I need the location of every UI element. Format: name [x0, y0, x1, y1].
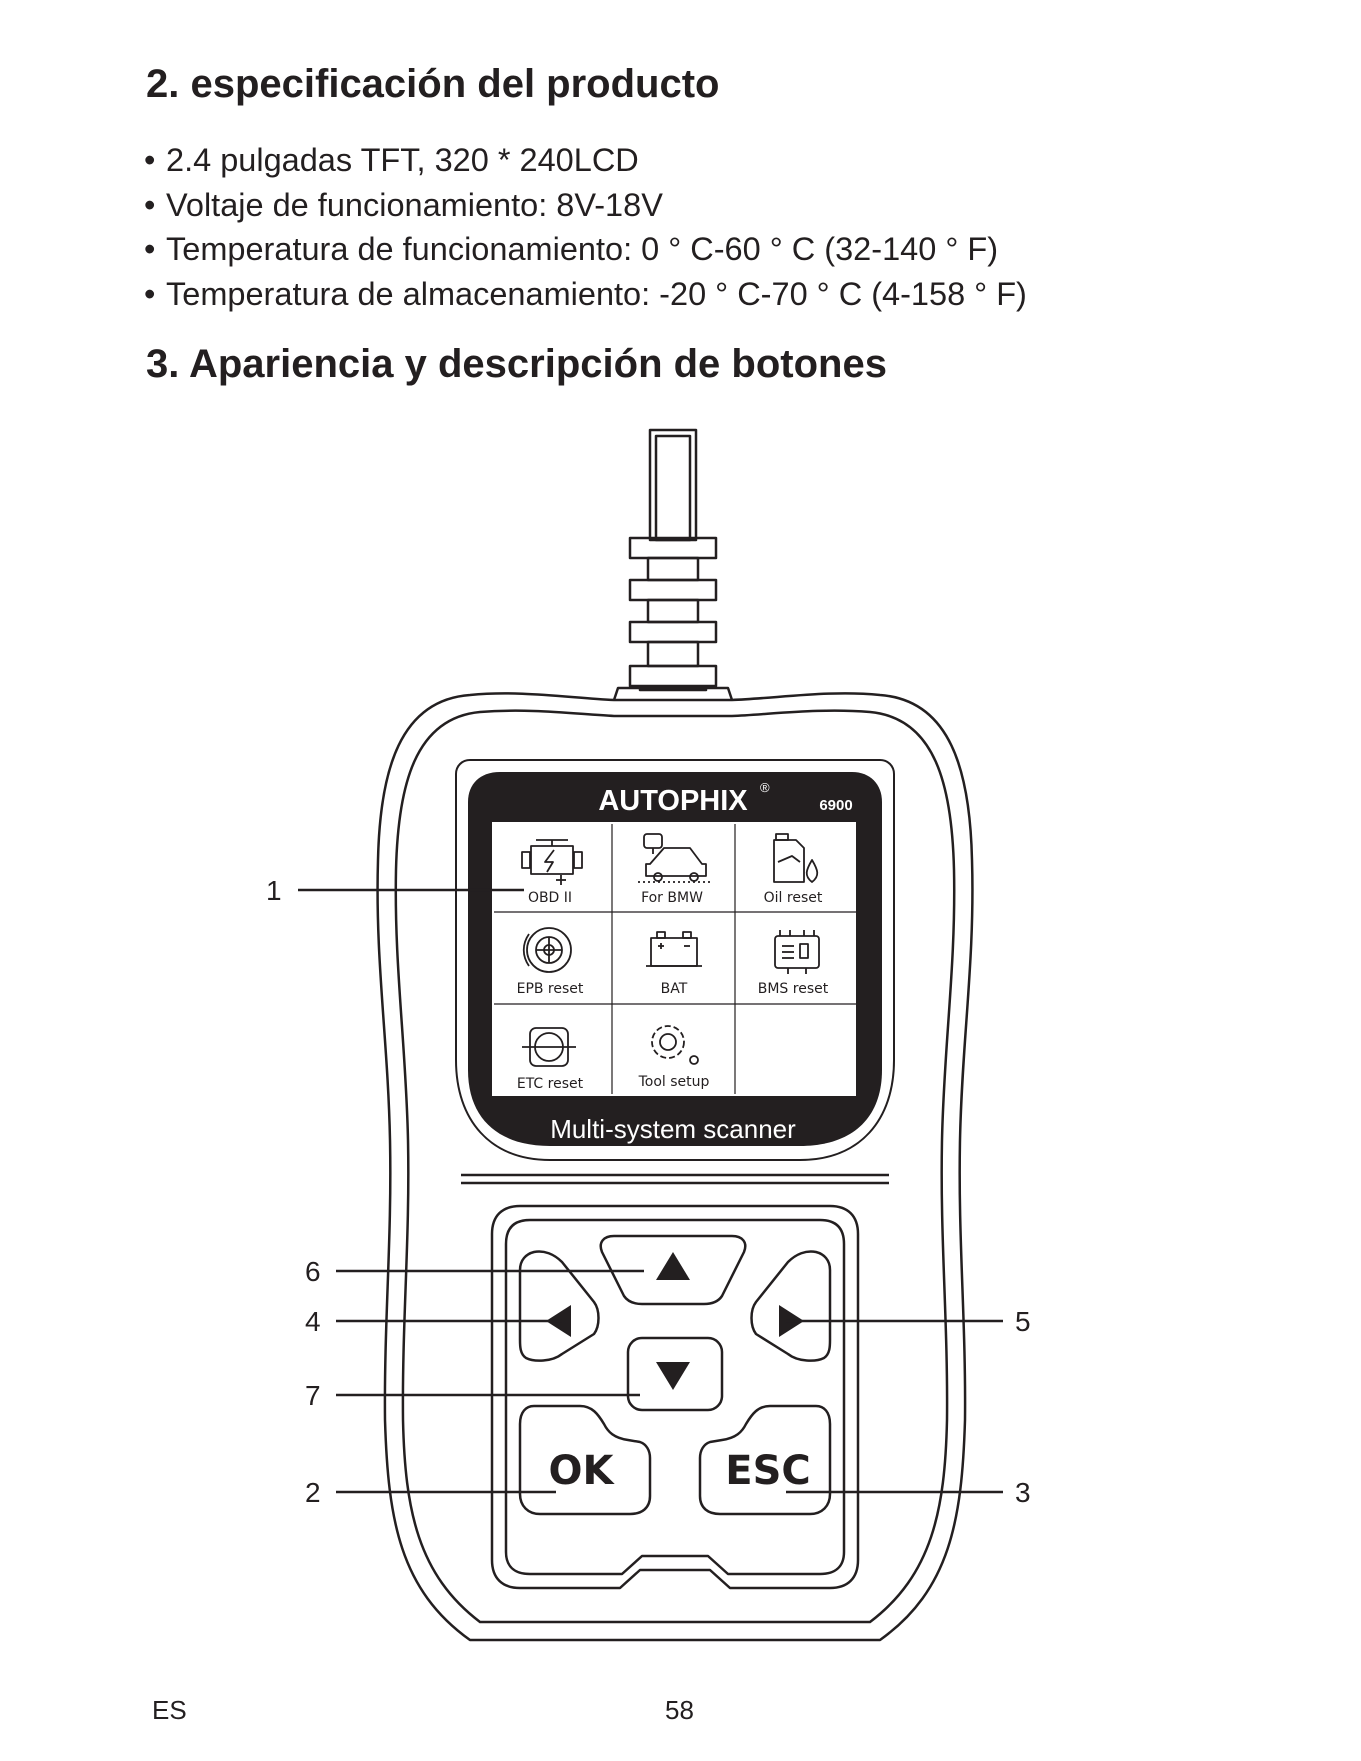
callout-4: 4: [305, 1306, 321, 1337]
page-number: 58: [665, 1695, 694, 1725]
menu-item-epb-reset[interactable]: EPB reset: [517, 981, 584, 997]
menu-item-bat[interactable]: BAT: [661, 981, 688, 997]
footer-language: ES: [152, 1695, 187, 1725]
section-3-title: 3. Apariencia y descripción de botones: [146, 342, 887, 386]
callout-3: 3: [1015, 1477, 1031, 1508]
menu-item-bms-reset[interactable]: BMS reset: [758, 981, 829, 997]
spec-list: •2.4 pulgadas TFT, 320 * 240LCD •Voltaje…: [144, 138, 1027, 316]
section-2-title: 2. especificación del producto: [146, 62, 720, 106]
esc-button[interactable]: [698, 1404, 832, 1516]
oil-can-icon: [773, 833, 819, 883]
callout-6: 6: [305, 1256, 321, 1287]
menu-item-for-bmw[interactable]: For BMW: [641, 890, 703, 906]
spec-item: •Temperatura de funcionamiento: 0 ° C-60…: [144, 231, 999, 267]
engine-icon: [521, 839, 583, 885]
cable: [612, 428, 734, 701]
callout-2: 2: [305, 1477, 321, 1508]
car-info-icon: [638, 833, 712, 883]
callout-1: 1: [266, 875, 282, 906]
battery-module-icon: [774, 930, 820, 974]
callout-5: 5: [1015, 1306, 1031, 1337]
device-diagram: AUTOPHIX ® 6900: [266, 428, 1031, 1642]
registered-mark: ®: [760, 780, 770, 795]
spec-item: •2.4 pulgadas TFT, 320 * 240LCD: [144, 142, 639, 178]
callout-7: 7: [305, 1380, 321, 1411]
esc-label: ESC: [725, 1448, 811, 1494]
throttle-icon: [522, 1027, 576, 1067]
menu-item-tool-setup[interactable]: Tool setup: [638, 1074, 710, 1090]
lcd-screen: [492, 822, 856, 1096]
gear-icon: [651, 1025, 699, 1065]
right-button[interactable]: [750, 1250, 832, 1362]
spec-item: •Temperatura de almacenamiento: -20 ° C-…: [144, 275, 1027, 312]
device-body: [376, 692, 974, 1642]
down-arrow-icon: [656, 1362, 690, 1390]
ok-label: OK: [549, 1448, 616, 1494]
menu-item-etc-reset[interactable]: ETC reset: [517, 1076, 584, 1092]
menu-item-oil-reset[interactable]: Oil reset: [764, 890, 823, 906]
battery-icon: [646, 931, 702, 967]
up-arrow-icon: [656, 1252, 690, 1280]
model-number: 6900: [819, 797, 852, 814]
ok-button[interactable]: [518, 1404, 652, 1516]
brake-disc-icon: [522, 927, 572, 973]
brand-logo: AUTOPHIX: [598, 785, 748, 817]
device-subtitle: Multi-system scanner: [550, 1114, 796, 1144]
spec-item: •Voltaje de funcionamiento: 8V-18V: [144, 186, 663, 223]
menu-item-obd2[interactable]: OBD II: [528, 890, 572, 906]
left-button[interactable]: [518, 1250, 600, 1362]
